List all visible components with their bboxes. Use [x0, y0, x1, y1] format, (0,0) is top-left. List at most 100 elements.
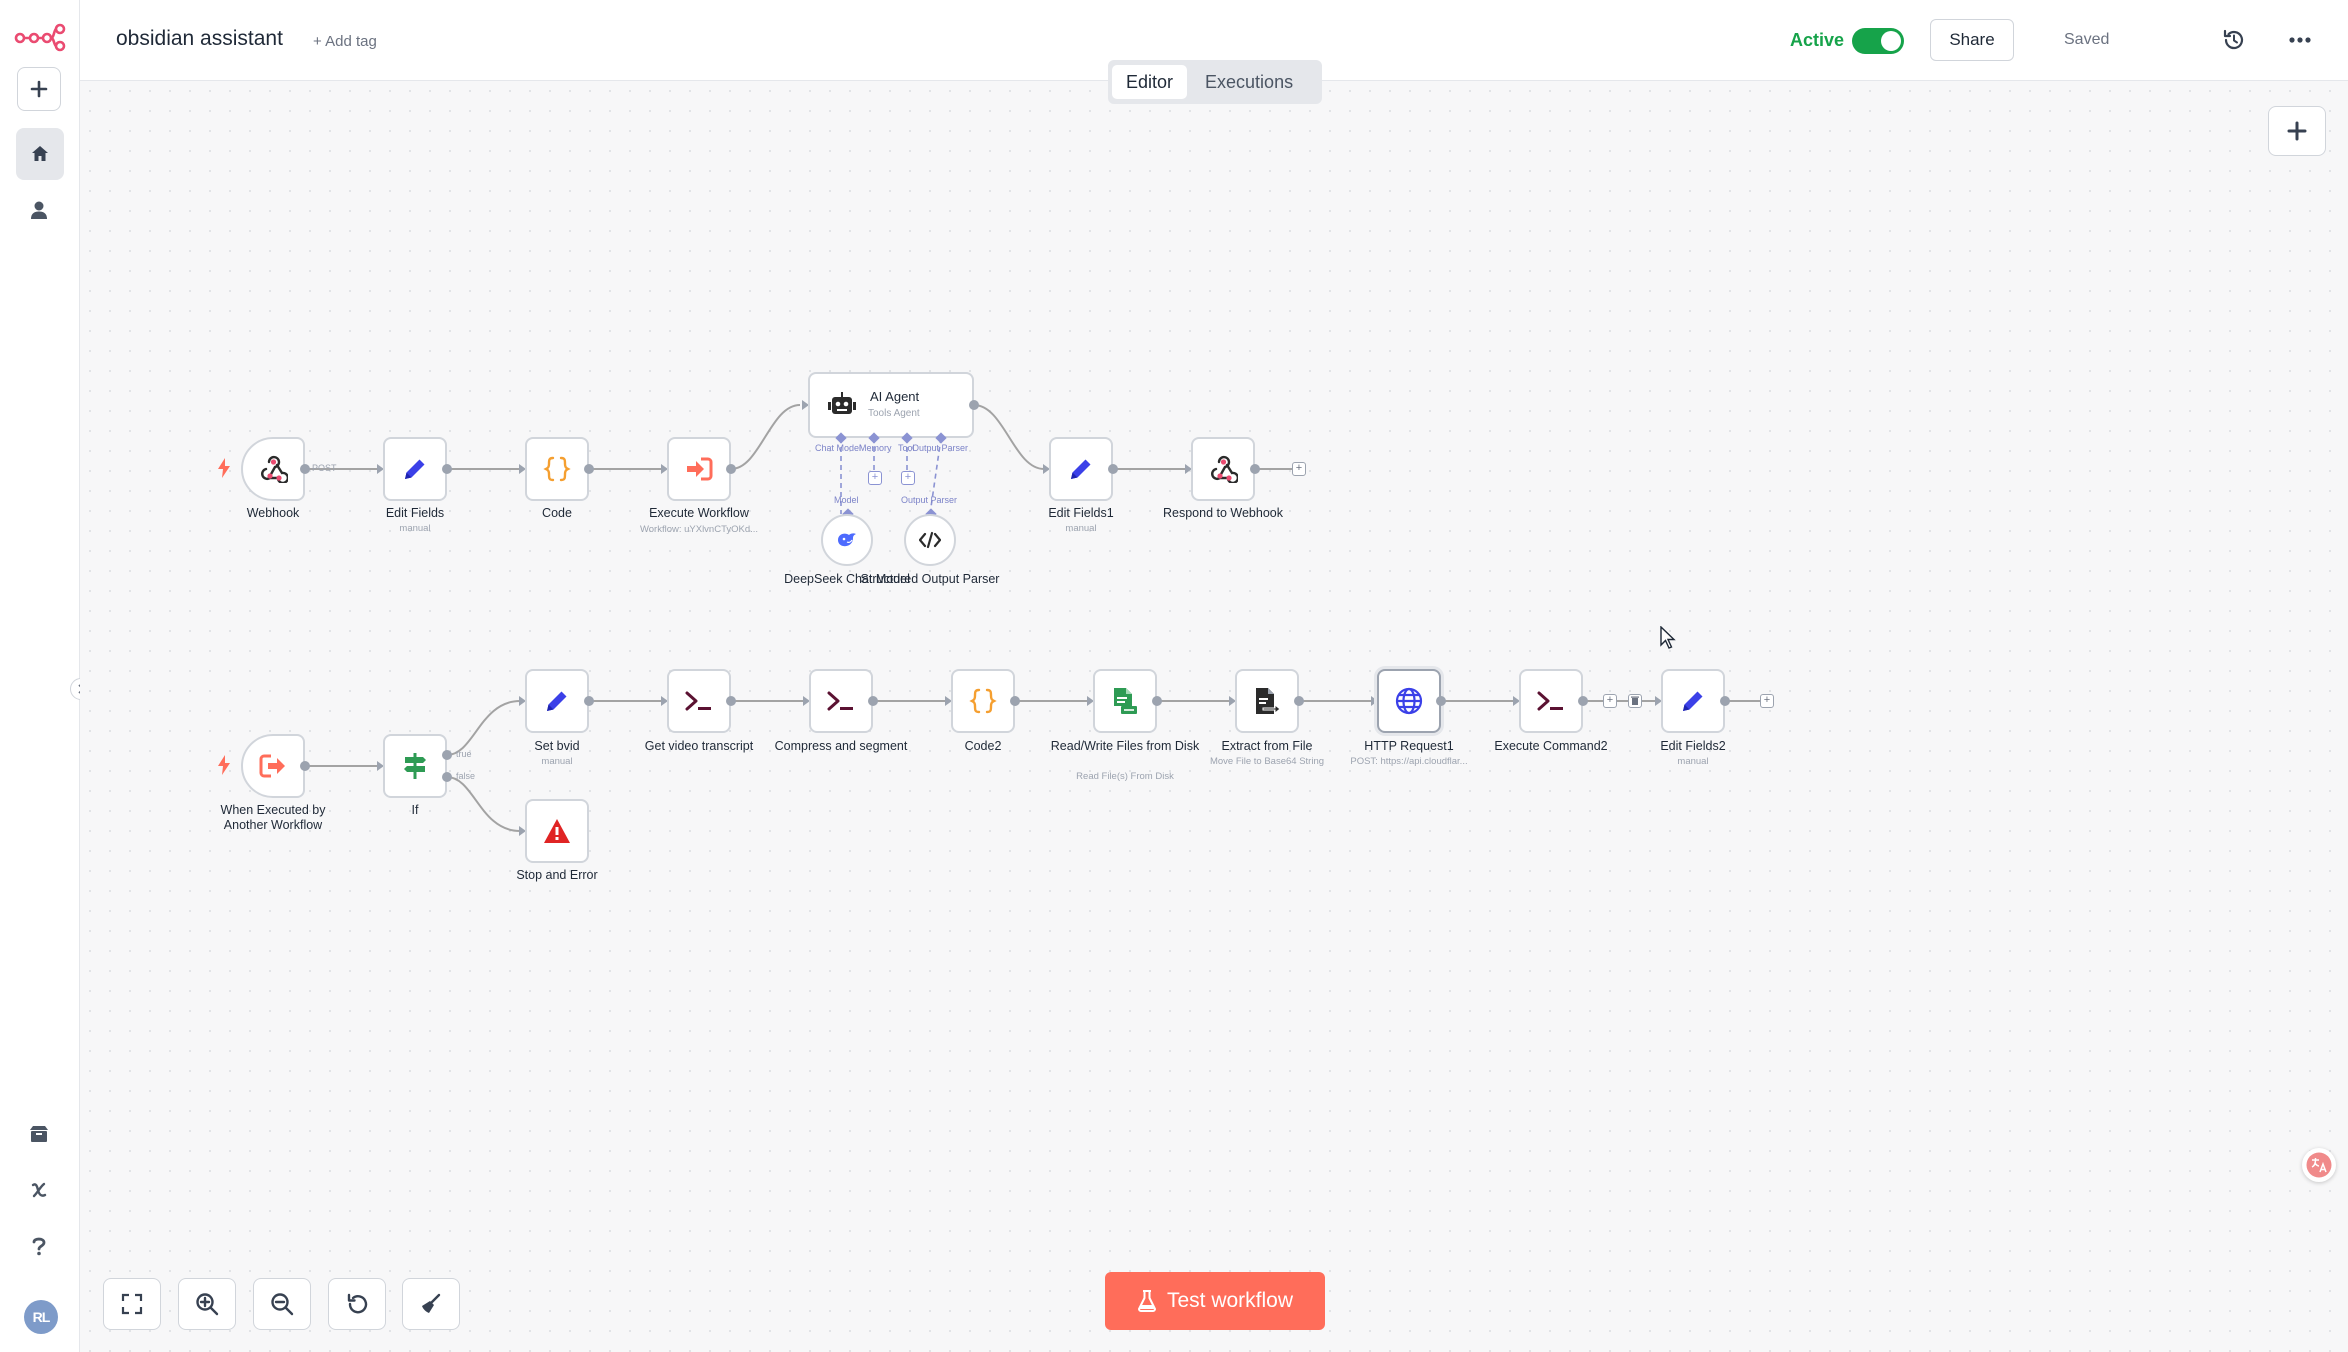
node-stop-and-error[interactable] — [525, 799, 589, 863]
input-handle[interactable] — [802, 400, 809, 410]
reset-zoom-button[interactable] — [328, 1278, 386, 1330]
output-handle[interactable] — [300, 464, 310, 474]
node-subtitle: Tools Agent — [868, 408, 920, 419]
output-handle[interactable] — [1436, 696, 1446, 706]
output-handle[interactable] — [584, 464, 594, 474]
output-handle[interactable] — [442, 464, 452, 474]
input-handle[interactable] — [1087, 696, 1094, 706]
input-handle[interactable] — [803, 696, 810, 706]
input-handle[interactable] — [519, 696, 526, 706]
input-handle[interactable] — [519, 464, 526, 474]
node-deepseek-chat-model[interactable] — [821, 514, 873, 566]
node-when-executed-by-another-workflow[interactable] — [241, 734, 305, 798]
sidebar-item-templates[interactable] — [17, 1112, 61, 1156]
zoom-to-fit-button[interactable] — [103, 1278, 161, 1330]
node-extract-from-file[interactable] — [1235, 669, 1299, 733]
node-edit-fields2[interactable] — [1661, 669, 1725, 733]
file-extract-icon — [1256, 688, 1281, 715]
add-tool-button[interactable]: + — [901, 471, 915, 485]
add-tag-button[interactable]: + Add tag — [313, 33, 377, 50]
workflow-canvas[interactable] — [80, 81, 2348, 1352]
delete-connection-button[interactable] — [1628, 694, 1642, 708]
output-handle[interactable] — [1250, 464, 1260, 474]
share-button[interactable]: Share — [1930, 19, 2014, 61]
workflow-title[interactable]: obsidian assistant — [116, 27, 283, 50]
edge-label-true: true — [456, 749, 472, 759]
tab-executions[interactable]: Executions — [1205, 71, 1294, 92]
node-subtitle: manual — [1677, 756, 1709, 767]
test-workflow-button[interactable]: Test workflow — [1105, 1272, 1325, 1330]
open-nodes-panel-button[interactable] — [2268, 106, 2326, 156]
sidebar-item-personal[interactable] — [17, 188, 61, 232]
add-node-button[interactable]: + — [1292, 462, 1306, 476]
webhook-icon — [1211, 455, 1238, 483]
more-options-icon[interactable] — [2284, 26, 2316, 54]
output-handle[interactable] — [1152, 696, 1162, 706]
node-compress-and-segment[interactable] — [809, 669, 873, 733]
tab-editor[interactable]: Editor — [1112, 65, 1188, 99]
input-handle[interactable] — [519, 826, 526, 836]
input-handle[interactable] — [945, 696, 952, 706]
execute-workflow-icon — [687, 457, 713, 481]
input-handle[interactable] — [1043, 464, 1050, 474]
user-avatar[interactable]: RL — [24, 1300, 58, 1334]
output-handle[interactable] — [1294, 696, 1304, 706]
output-handle[interactable] — [726, 464, 736, 474]
output-handle[interactable] — [300, 761, 310, 771]
insert-node-button[interactable]: + — [1603, 694, 1617, 708]
active-toggle[interactable] — [1852, 28, 1904, 54]
edge-label-model: Model — [834, 495, 859, 505]
node-ai-agent[interactable]: AI Agent Tools Agent — [808, 372, 974, 438]
node-execute-command2[interactable] — [1519, 669, 1583, 733]
add-node-button[interactable]: + — [1760, 694, 1774, 708]
node-read-write-files-from-disk[interactable] — [1093, 669, 1157, 733]
sidebar-item-help[interactable] — [17, 1224, 61, 1268]
output-handle[interactable] — [726, 696, 736, 706]
output-handle[interactable] — [1720, 696, 1730, 706]
input-handle[interactable] — [1229, 696, 1236, 706]
output-handle-false[interactable] — [442, 772, 452, 782]
node-edit-fields1[interactable] — [1049, 437, 1113, 501]
input-handle[interactable] — [661, 464, 668, 474]
output-handle[interactable] — [1578, 696, 1588, 706]
translate-extension-button[interactable] — [2302, 1148, 2336, 1182]
node-http-request1[interactable] — [1377, 669, 1441, 733]
node-code[interactable] — [525, 437, 589, 501]
input-handle[interactable] — [1513, 696, 1520, 706]
input-handle[interactable] — [661, 696, 668, 706]
input-handle[interactable] — [1185, 464, 1192, 474]
sidebar-item-home[interactable] — [16, 128, 64, 180]
n8n-logo-icon[interactable] — [14, 22, 66, 52]
tidy-up-button[interactable] — [402, 1278, 460, 1330]
node-respond-to-webhook[interactable] — [1191, 437, 1255, 501]
output-handle[interactable] — [584, 696, 594, 706]
node-webhook[interactable] — [241, 437, 305, 501]
node-edit-fields[interactable] — [383, 437, 447, 501]
node-set-bvid[interactable] — [525, 669, 589, 733]
node-subtitle: manual — [1065, 523, 1097, 534]
zoom-out-button[interactable] — [253, 1278, 311, 1330]
add-button[interactable] — [17, 67, 61, 111]
history-icon[interactable] — [2220, 26, 2248, 54]
zoom-in-icon — [196, 1293, 219, 1316]
node-execute-workflow[interactable] — [667, 437, 731, 501]
output-handle[interactable] — [1108, 464, 1118, 474]
node-get-video-transcript[interactable] — [667, 669, 731, 733]
output-handle[interactable] — [1010, 696, 1020, 706]
node-code2[interactable] — [951, 669, 1015, 733]
sidebar-item-variables[interactable] — [17, 1168, 61, 1212]
add-memory-button[interactable]: + — [868, 471, 882, 485]
braces-icon — [543, 456, 571, 482]
input-handle[interactable] — [1371, 696, 1378, 706]
output-handle[interactable] — [969, 400, 979, 410]
node-label: AI Agent — [870, 389, 920, 404]
input-handle[interactable] — [377, 761, 384, 771]
input-handle[interactable] — [1655, 696, 1662, 706]
output-handle-true[interactable] — [442, 750, 452, 760]
zoom-in-button[interactable] — [178, 1278, 236, 1330]
node-structured-output-parser[interactable] — [904, 514, 956, 566]
node-if[interactable] — [383, 734, 447, 798]
output-handle[interactable] — [868, 696, 878, 706]
input-handle[interactable] — [377, 464, 384, 474]
code-brackets-icon — [919, 531, 941, 549]
